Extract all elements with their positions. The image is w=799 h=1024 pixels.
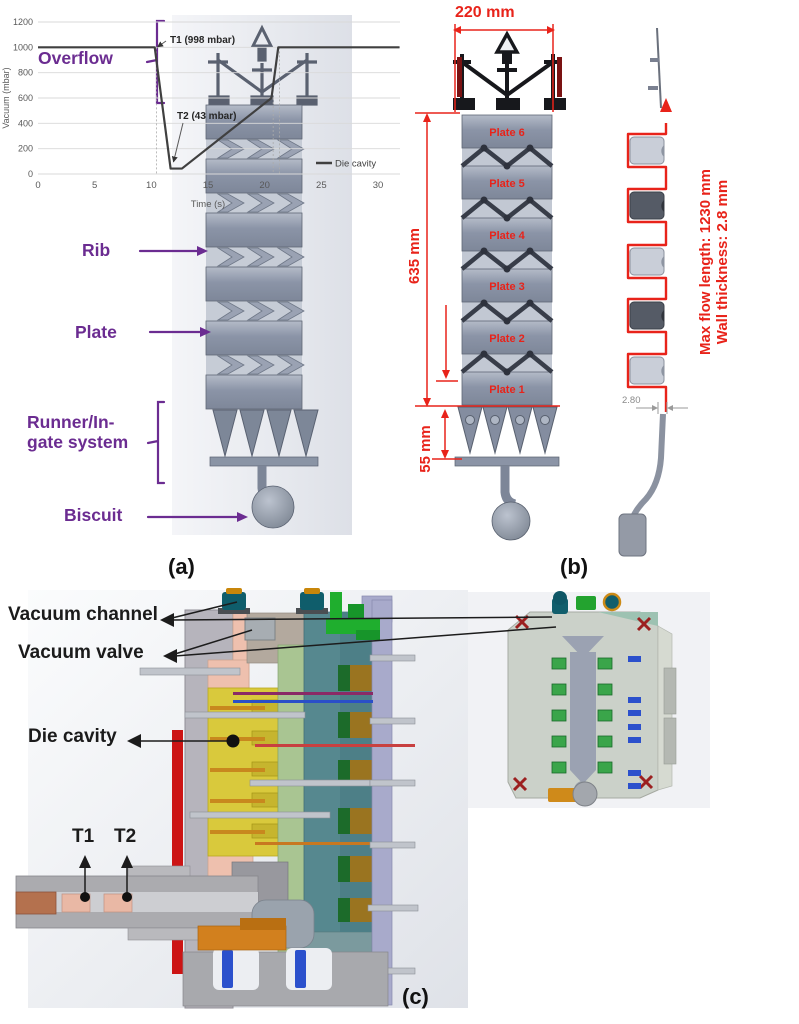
plate-3-label: Plate 3 (489, 281, 524, 293)
top-hardware (218, 588, 380, 640)
y-tick-label: 600 (18, 93, 33, 103)
profile-plates (629, 136, 665, 385)
annotation-2: T2 (43 mbar) (177, 111, 236, 122)
vacuum-chart: 0 200 400 600 800 1000 1200 0 5 10 15 20 25 30 Die cav… (1, 17, 400, 210)
wall-thickness-note: Wall thickness: 2.8 mm (714, 179, 731, 345)
x-tick-label: 5 (92, 180, 97, 191)
height-dimension-label: 635 mm (406, 228, 423, 284)
wall-dim-lines (636, 402, 688, 414)
callout-lines (84, 601, 557, 895)
chart-series-line (38, 46, 400, 170)
caption-b: (b) (560, 554, 589, 579)
plate-stack-b (461, 114, 553, 406)
plate-2-label: Plate 2 (489, 333, 524, 345)
runner-bracket (146, 400, 166, 485)
dimension-arrowheads (423, 26, 555, 459)
x-tick-label: 15 (203, 180, 214, 191)
vacuum-valve-block (244, 617, 276, 641)
overflow-structure-b (453, 30, 566, 110)
flow-path-outline (626, 123, 668, 412)
annotation-arrow (171, 122, 184, 163)
y-tick-label: 0 (28, 169, 33, 179)
y-axis-title: Vacuum (mbar) (1, 67, 11, 128)
x-tick-label: 0 (35, 180, 40, 191)
overflow-label: Overflow (38, 48, 113, 68)
plate-1-label: Plate 1 (489, 384, 524, 396)
biscuit-a (251, 485, 295, 529)
dimension-lines (415, 24, 560, 460)
plate-label: Plate (75, 322, 117, 342)
side-profile-view (618, 27, 688, 557)
annotation-1: T1 (998 mbar) (170, 35, 235, 46)
plate-labels: Plate 6 Plate 5 Plate 4 Plate 3 Plate 2 … (489, 127, 525, 396)
x-tick-label: 25 (316, 180, 327, 191)
plate-5-label: Plate 5 (489, 178, 524, 190)
x-axis-title: Time (s) (191, 199, 225, 210)
t1-label: T1 (72, 826, 95, 847)
runner-ingate-b (454, 406, 560, 509)
x-tick-label: 20 (259, 180, 270, 191)
wall-dim-value: 2.80 (622, 395, 641, 406)
y-tick-label: 1200 (13, 17, 33, 27)
die-top-hardware (552, 591, 622, 614)
vacuum-valve-label: Vacuum valve (18, 642, 144, 663)
y-tick-label: 1000 (13, 42, 33, 52)
y-tick-label: 800 (18, 68, 33, 78)
cavity-clamps (551, 657, 613, 774)
y-tick-label: 400 (18, 118, 33, 128)
legend-label: Die cavity (335, 159, 376, 170)
caption-c: (c) (402, 984, 429, 1009)
die-cross-section (15, 588, 468, 1009)
t2-dot (122, 892, 132, 902)
annotation-arrow (157, 40, 167, 48)
side-slots (628, 656, 641, 789)
plate-6-label: Plate 6 (489, 127, 524, 139)
die-overview (468, 591, 710, 808)
truss-nodes-b (480, 144, 534, 376)
flow-direction-arrow (660, 98, 672, 112)
t1-dot (80, 892, 90, 902)
die-base (182, 918, 389, 1007)
ejector-blocks (338, 665, 374, 922)
runner-label-line2: gate system (27, 432, 129, 453)
y-tick-label: 200 (18, 144, 33, 154)
plate-4-label: Plate 4 (489, 230, 525, 242)
vacuum-channel-label: Vacuum channel (8, 604, 158, 625)
die-cavity-dot (226, 734, 240, 748)
width-dimension-label: 220 mm (455, 4, 515, 21)
dimensioned-part-b: Plate 6 Plate 5 Plate 4 Plate 3 Plate 2 … (415, 24, 566, 541)
biscuit-b (491, 501, 531, 541)
side-notes: Max flow length: 1230 mm Wall thickness:… (697, 150, 731, 374)
die-cavity-label: Die cavity (28, 726, 117, 747)
x-tick-label: 10 (146, 180, 157, 191)
runner-bar (172, 730, 183, 974)
runner-label-line1: Runner/In- (27, 412, 115, 432)
gate-dimension-label: 55 mm (417, 425, 434, 473)
callout-arrowheads (79, 613, 177, 868)
max-flow-note: Max flow length: 1230 mm (697, 169, 714, 355)
t2-label: T2 (114, 826, 137, 847)
profile-foot (618, 513, 647, 557)
corner-marks (512, 614, 654, 792)
overflow-structure-a (208, 24, 318, 106)
rib-label: Rib (82, 240, 111, 260)
cavity-silhouette (562, 636, 604, 799)
x-tick-label: 30 (373, 180, 384, 191)
caption-a: (a) (168, 554, 195, 579)
biscuit-label: Biscuit (64, 505, 123, 525)
runner-label: Runner/In- gate system (27, 412, 128, 452)
